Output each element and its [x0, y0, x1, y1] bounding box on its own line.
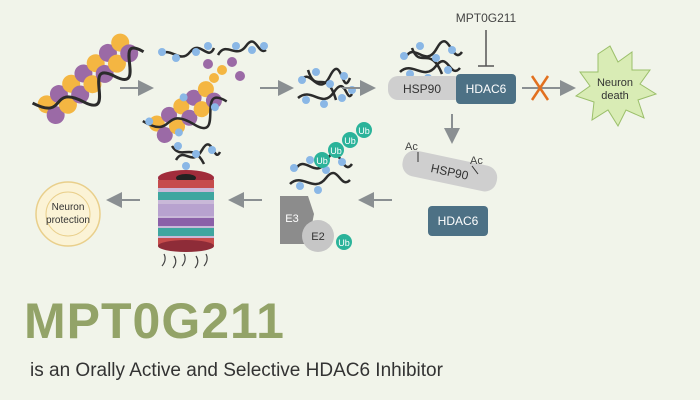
- neuron-death-line2: death: [601, 90, 629, 102]
- acetyl-label-left: Ac: [405, 141, 418, 153]
- svg-text:Ub: Ub: [316, 156, 328, 166]
- acetylated-hsp90: HSP90 Ac Ac: [402, 141, 498, 192]
- phosphorylated-tau-detaching: [142, 40, 268, 143]
- page-title: MPT0G211: [24, 293, 285, 349]
- neuron-protection-line1: Neuron: [52, 202, 85, 213]
- hdac6-free-label: HDAC6: [438, 214, 479, 228]
- page-subtitle: is an Orally Active and Selective HDAC6 …: [30, 360, 443, 381]
- svg-text:Ub: Ub: [338, 238, 350, 248]
- e2-label: E2: [311, 231, 324, 243]
- ub-chain-1: [314, 152, 330, 168]
- acetyl-label-right: Ac: [470, 155, 483, 167]
- ub-attached: [336, 234, 352, 250]
- drug-label: MPT0G211: [456, 11, 517, 25]
- hdac6-box: [456, 74, 516, 104]
- neuron-protection-circle: Neuron protection: [35, 181, 101, 247]
- pathway-diagram: HSP90 HDAC6 MPT0G211 Neuron death HSP90 …: [31, 11, 658, 269]
- neuron-death-starburst: Neuron death: [574, 45, 658, 128]
- hdac6-free-box: [428, 206, 488, 236]
- e3-label: E3: [285, 213, 298, 225]
- svg-text:Ub: Ub: [358, 126, 370, 136]
- ub-chain-3: [342, 132, 358, 148]
- ubiquitination-complex: Ub Ub Ub Ub E3 E2 Ub: [280, 122, 372, 252]
- hsp90-label: HSP90: [403, 82, 441, 96]
- ub-chain-2: [328, 142, 344, 158]
- svg-text:Ub: Ub: [330, 146, 342, 156]
- hdac6-label: HDAC6: [466, 82, 507, 96]
- proteasome: [158, 142, 222, 269]
- hsp90-box: [388, 76, 464, 100]
- blocked-x-icon: [530, 75, 550, 101]
- ub-chain-4: [356, 122, 372, 138]
- svg-text:Ub: Ub: [344, 136, 356, 146]
- neuron-protection-line2: protection: [46, 215, 90, 226]
- microtubule-tau-bound: [31, 33, 145, 125]
- e2-enzyme: [302, 220, 334, 252]
- hsp90-hdac6-complex: HSP90 HDAC6: [388, 40, 516, 104]
- neuron-death-line1: Neuron: [597, 77, 633, 89]
